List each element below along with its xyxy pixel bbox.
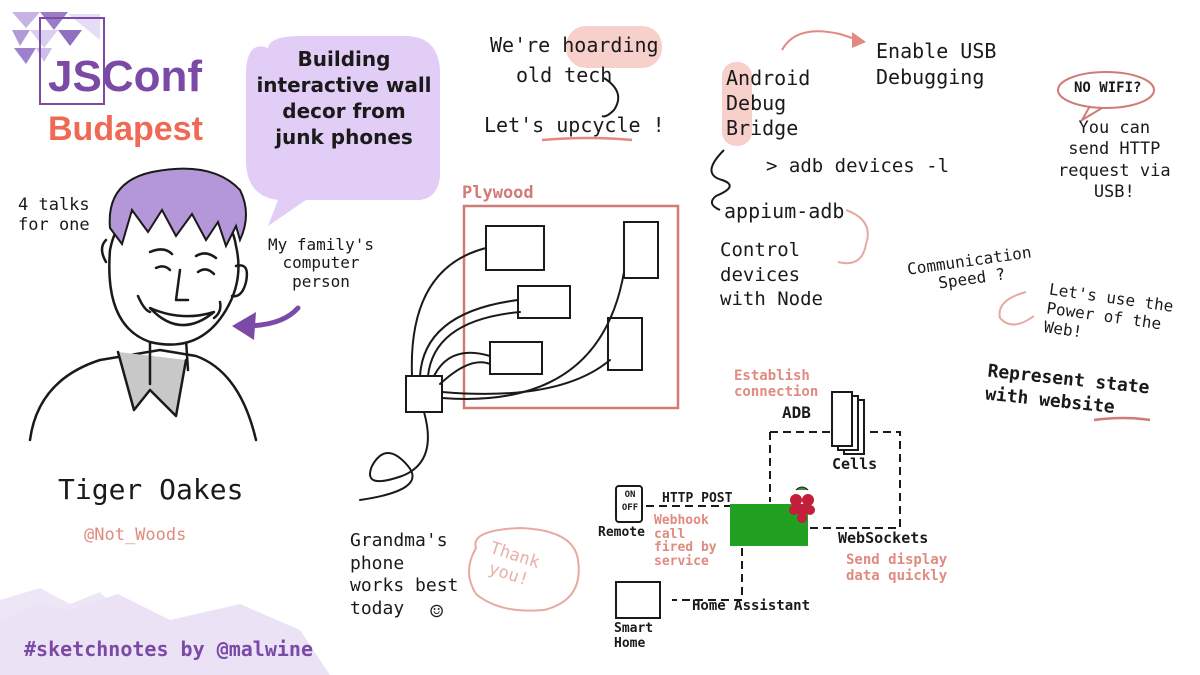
- talk-title-bubble: [246, 36, 440, 226]
- hoarding-line2: old tech: [516, 63, 613, 87]
- raspberry-icon: [789, 486, 815, 523]
- switch-off-label: OFF: [621, 503, 639, 513]
- upcycle-line: Let's upcycle !: [484, 113, 665, 137]
- hoarding-word: hoarding: [562, 33, 659, 57]
- hoarding-line1: We're hoarding: [490, 33, 659, 57]
- adb-diagram-label: ADB: [782, 403, 811, 422]
- adb-command: > adb devices -l: [766, 155, 950, 177]
- purple-arrow: [232, 305, 301, 340]
- http-post-label: HTTP POST: [662, 491, 733, 506]
- smile-icon: ☺: [430, 600, 444, 625]
- state-underline: [1093, 416, 1151, 422]
- speaker-portrait: [28, 198, 258, 442]
- family-note: My family's computer person: [268, 235, 374, 291]
- plywood-board: [359, 204, 680, 501]
- webhook-note: Webhook call fired by service: [654, 513, 717, 569]
- plywood-label: Plywood: [462, 183, 534, 203]
- upcycle-underline: [541, 136, 633, 142]
- brand-title: JSConf: [48, 52, 202, 101]
- state-word: state: [1094, 371, 1151, 399]
- wifi-bubble: [1057, 71, 1155, 109]
- appium-adb-label: appium-adb: [724, 199, 845, 223]
- smart-home-icon: [615, 581, 661, 619]
- remote-switch-icon: [615, 485, 643, 523]
- talks-note: 4 talks for one: [18, 195, 90, 235]
- control-devices-note: Control devices with Node: [720, 239, 823, 311]
- adb-highlight: [722, 62, 752, 146]
- cells-label: Cells: [832, 455, 878, 473]
- adb-title: Android Debug Bridge: [726, 66, 811, 140]
- cells-phones-icon: [831, 391, 865, 455]
- sketchnotes-credit: #sketchnotes by @malwine: [24, 637, 313, 661]
- architecture-diagram: [646, 431, 901, 601]
- speaker-name: Tiger Oakes: [58, 473, 244, 506]
- upcycle-word: upcycle: [556, 113, 641, 137]
- thank-you-bubble: [468, 526, 580, 612]
- appium-connector: [837, 209, 869, 265]
- speaker-handle: @Not_Woods: [84, 525, 187, 545]
- send-display-note: Send display data quickly: [846, 552, 948, 585]
- grandma-note: Grandma's phone works best today: [350, 530, 459, 619]
- logo-triangle-mosaic: [12, 12, 105, 105]
- adb-connector: [710, 149, 731, 211]
- speaker-hair: [108, 167, 247, 249]
- establish-connection-label: Establish connection: [734, 368, 819, 401]
- wifi-answer: You can send HTTP request via USB!: [1058, 118, 1171, 202]
- hoarding-connector: [601, 77, 620, 118]
- remote-label: Remote: [598, 525, 645, 540]
- brand-city: Budapest: [48, 110, 203, 148]
- switch-on-label: ON: [624, 490, 636, 500]
- usb-arrow: [781, 30, 859, 51]
- smart-home-label: Smart Home: [614, 621, 654, 651]
- hoarding-highlight: [566, 26, 662, 68]
- talk-title: Building interactive wall decor from jun…: [256, 47, 432, 149]
- enable-usb-note: Enable USB Debugging: [876, 39, 997, 89]
- speed-swirl: [998, 291, 1035, 326]
- home-assistant-label: Home Assistant: [692, 598, 811, 614]
- no-wifi-question: NO WIFI?: [1074, 80, 1142, 96]
- websockets-label: WebSockets: [838, 529, 929, 547]
